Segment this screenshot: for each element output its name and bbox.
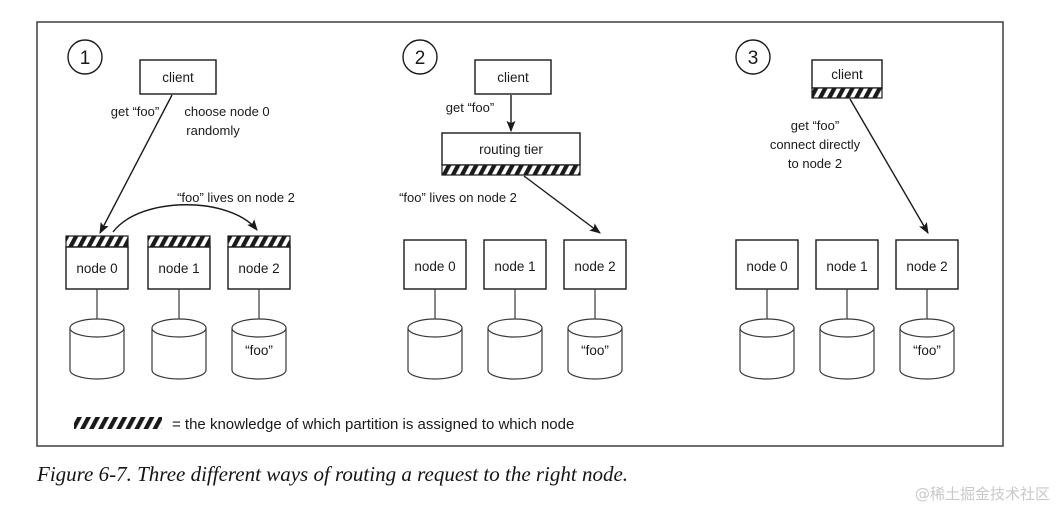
panel-2-node-2[interactable]: node 2: [563, 239, 627, 290]
panel-3-node-1-box: [815, 239, 879, 290]
panel-3-node-2-box: [895, 239, 959, 290]
panel-1-choose-label-line1: choose node 0: [184, 104, 269, 119]
panel-3-arrow-client-to-node2: [849, 98, 929, 234]
panel-1-node-0[interactable]: node 0: [65, 235, 129, 290]
panel-3-client[interactable]: client: [811, 59, 883, 99]
panel-3-get-foo-label: get “foo”: [791, 118, 839, 133]
panel-3-connect-label-line1: connect directly: [770, 137, 861, 152]
panel-2-node-1[interactable]: node 1: [483, 239, 547, 290]
panel-1-arrow-client-to-node0: [99, 94, 173, 234]
panel-2-arrow-routing-tier-to-node2: [523, 175, 601, 234]
panel-1-get-foo-label: get “foo”: [111, 104, 159, 119]
panel-2-number: 2: [415, 48, 426, 69]
panel-1-node-0-hatch-band: [65, 235, 129, 248]
panel-2-store-0: [407, 318, 463, 380]
panel-2-client-label: client: [497, 70, 529, 85]
panel-1: 1 client get “foo” choose node 0 randoml…: [65, 39, 295, 380]
panel-1-arrow-node0-to-node2: [112, 204, 258, 233]
panel-1-node-2[interactable]: node 2: [227, 235, 291, 290]
panel-1-store-1: [151, 318, 207, 380]
panel-2: 2 client get “foo” routing tier “foo” li…: [399, 39, 627, 380]
figure-caption: Figure 6-7. Three different ways of rout…: [37, 462, 629, 486]
panel-3-client-hatch-band: [811, 87, 883, 99]
watermark: @稀土掘金技术社区: [914, 485, 1050, 503]
panel-1-client-box[interactable]: [139, 59, 217, 95]
panel-1-node-0-label: node 0: [76, 261, 117, 276]
panel-1-store-0: [69, 318, 125, 380]
panel-3-number-circle: [735, 39, 771, 75]
panel-3-client-label: client: [831, 67, 863, 82]
panel-3-store-0: [739, 318, 795, 380]
panel-2-number-circle: [402, 39, 438, 75]
panel-2-routing-tier-hatch-band: [441, 164, 581, 176]
panel-2-node-0-label: node 0: [414, 259, 455, 274]
panel-3-node-0[interactable]: node 0: [735, 239, 799, 290]
panel-2-get-foo-label: get “foo”: [446, 100, 494, 115]
panel-2-routing-tier[interactable]: routing tier: [441, 132, 581, 176]
figure-frame: [36, 21, 1004, 447]
panel-3-number: 3: [748, 48, 759, 69]
panel-3-node-1-label: node 1: [826, 259, 867, 274]
panel-3-node-2-label: node 2: [906, 259, 947, 274]
panel-2-node-2-label: node 2: [574, 259, 615, 274]
panel-1-choose-label-line2: randomly: [186, 123, 240, 138]
panel-2-node-0[interactable]: node 0: [403, 239, 467, 290]
panel-1-node-2-hatch-band: [227, 235, 291, 248]
panel-2-node-2-box: [563, 239, 627, 290]
panel-3-store-1: [819, 318, 875, 380]
panel-2-store-2-label: “foo”: [581, 343, 609, 358]
panel-1-node-0-box: [65, 246, 129, 290]
panel-1-node-1-hatch-band: [147, 235, 211, 248]
panel-3-client-box: [811, 59, 883, 89]
panel-1-node-1[interactable]: node 1: [147, 235, 211, 290]
panel-2-store-2: “foo”: [567, 318, 623, 380]
panel-1-number: 1: [80, 48, 91, 69]
panel-2-store-1: [487, 318, 543, 380]
panel-3-store-2-label: “foo”: [913, 343, 941, 358]
panel-3-node-1[interactable]: node 1: [815, 239, 879, 290]
panel-2-foo-lives-label: “foo” lives on node 2: [399, 190, 517, 205]
panel-2-client-box[interactable]: [474, 59, 552, 95]
panel-3-store-2: “foo”: [899, 318, 955, 380]
panel-1-store-2-label: “foo”: [245, 343, 273, 358]
panel-1-number-circle: [67, 39, 103, 75]
panel-1-node-2-label: node 2: [238, 261, 279, 276]
panel-1-foo-lives-label: “foo” lives on node 2: [177, 190, 295, 205]
panel-1-store-2: “foo”: [231, 318, 287, 380]
panel-3-node-0-box: [735, 239, 799, 290]
panel-3-connect-label-line2: to node 2: [788, 156, 842, 171]
panel-3-node-2[interactable]: node 2: [895, 239, 959, 290]
panel-1-node-1-label: node 1: [158, 261, 199, 276]
hatch-swatch-icon: [74, 417, 162, 429]
panel-2-node-0-box: [403, 239, 467, 290]
panel-3: 3 client get “foo” connect directly to n…: [735, 39, 959, 380]
panel-3-node-0-label: node 0: [746, 259, 787, 274]
panel-2-node-1-label: node 1: [494, 259, 535, 274]
panel-2-routing-tier-label: routing tier: [479, 142, 543, 157]
legend-text: = the knowledge of which partition is as…: [172, 416, 574, 433]
panel-1-client-label: client: [162, 70, 194, 85]
legend: = the knowledge of which partition is as…: [74, 416, 574, 433]
